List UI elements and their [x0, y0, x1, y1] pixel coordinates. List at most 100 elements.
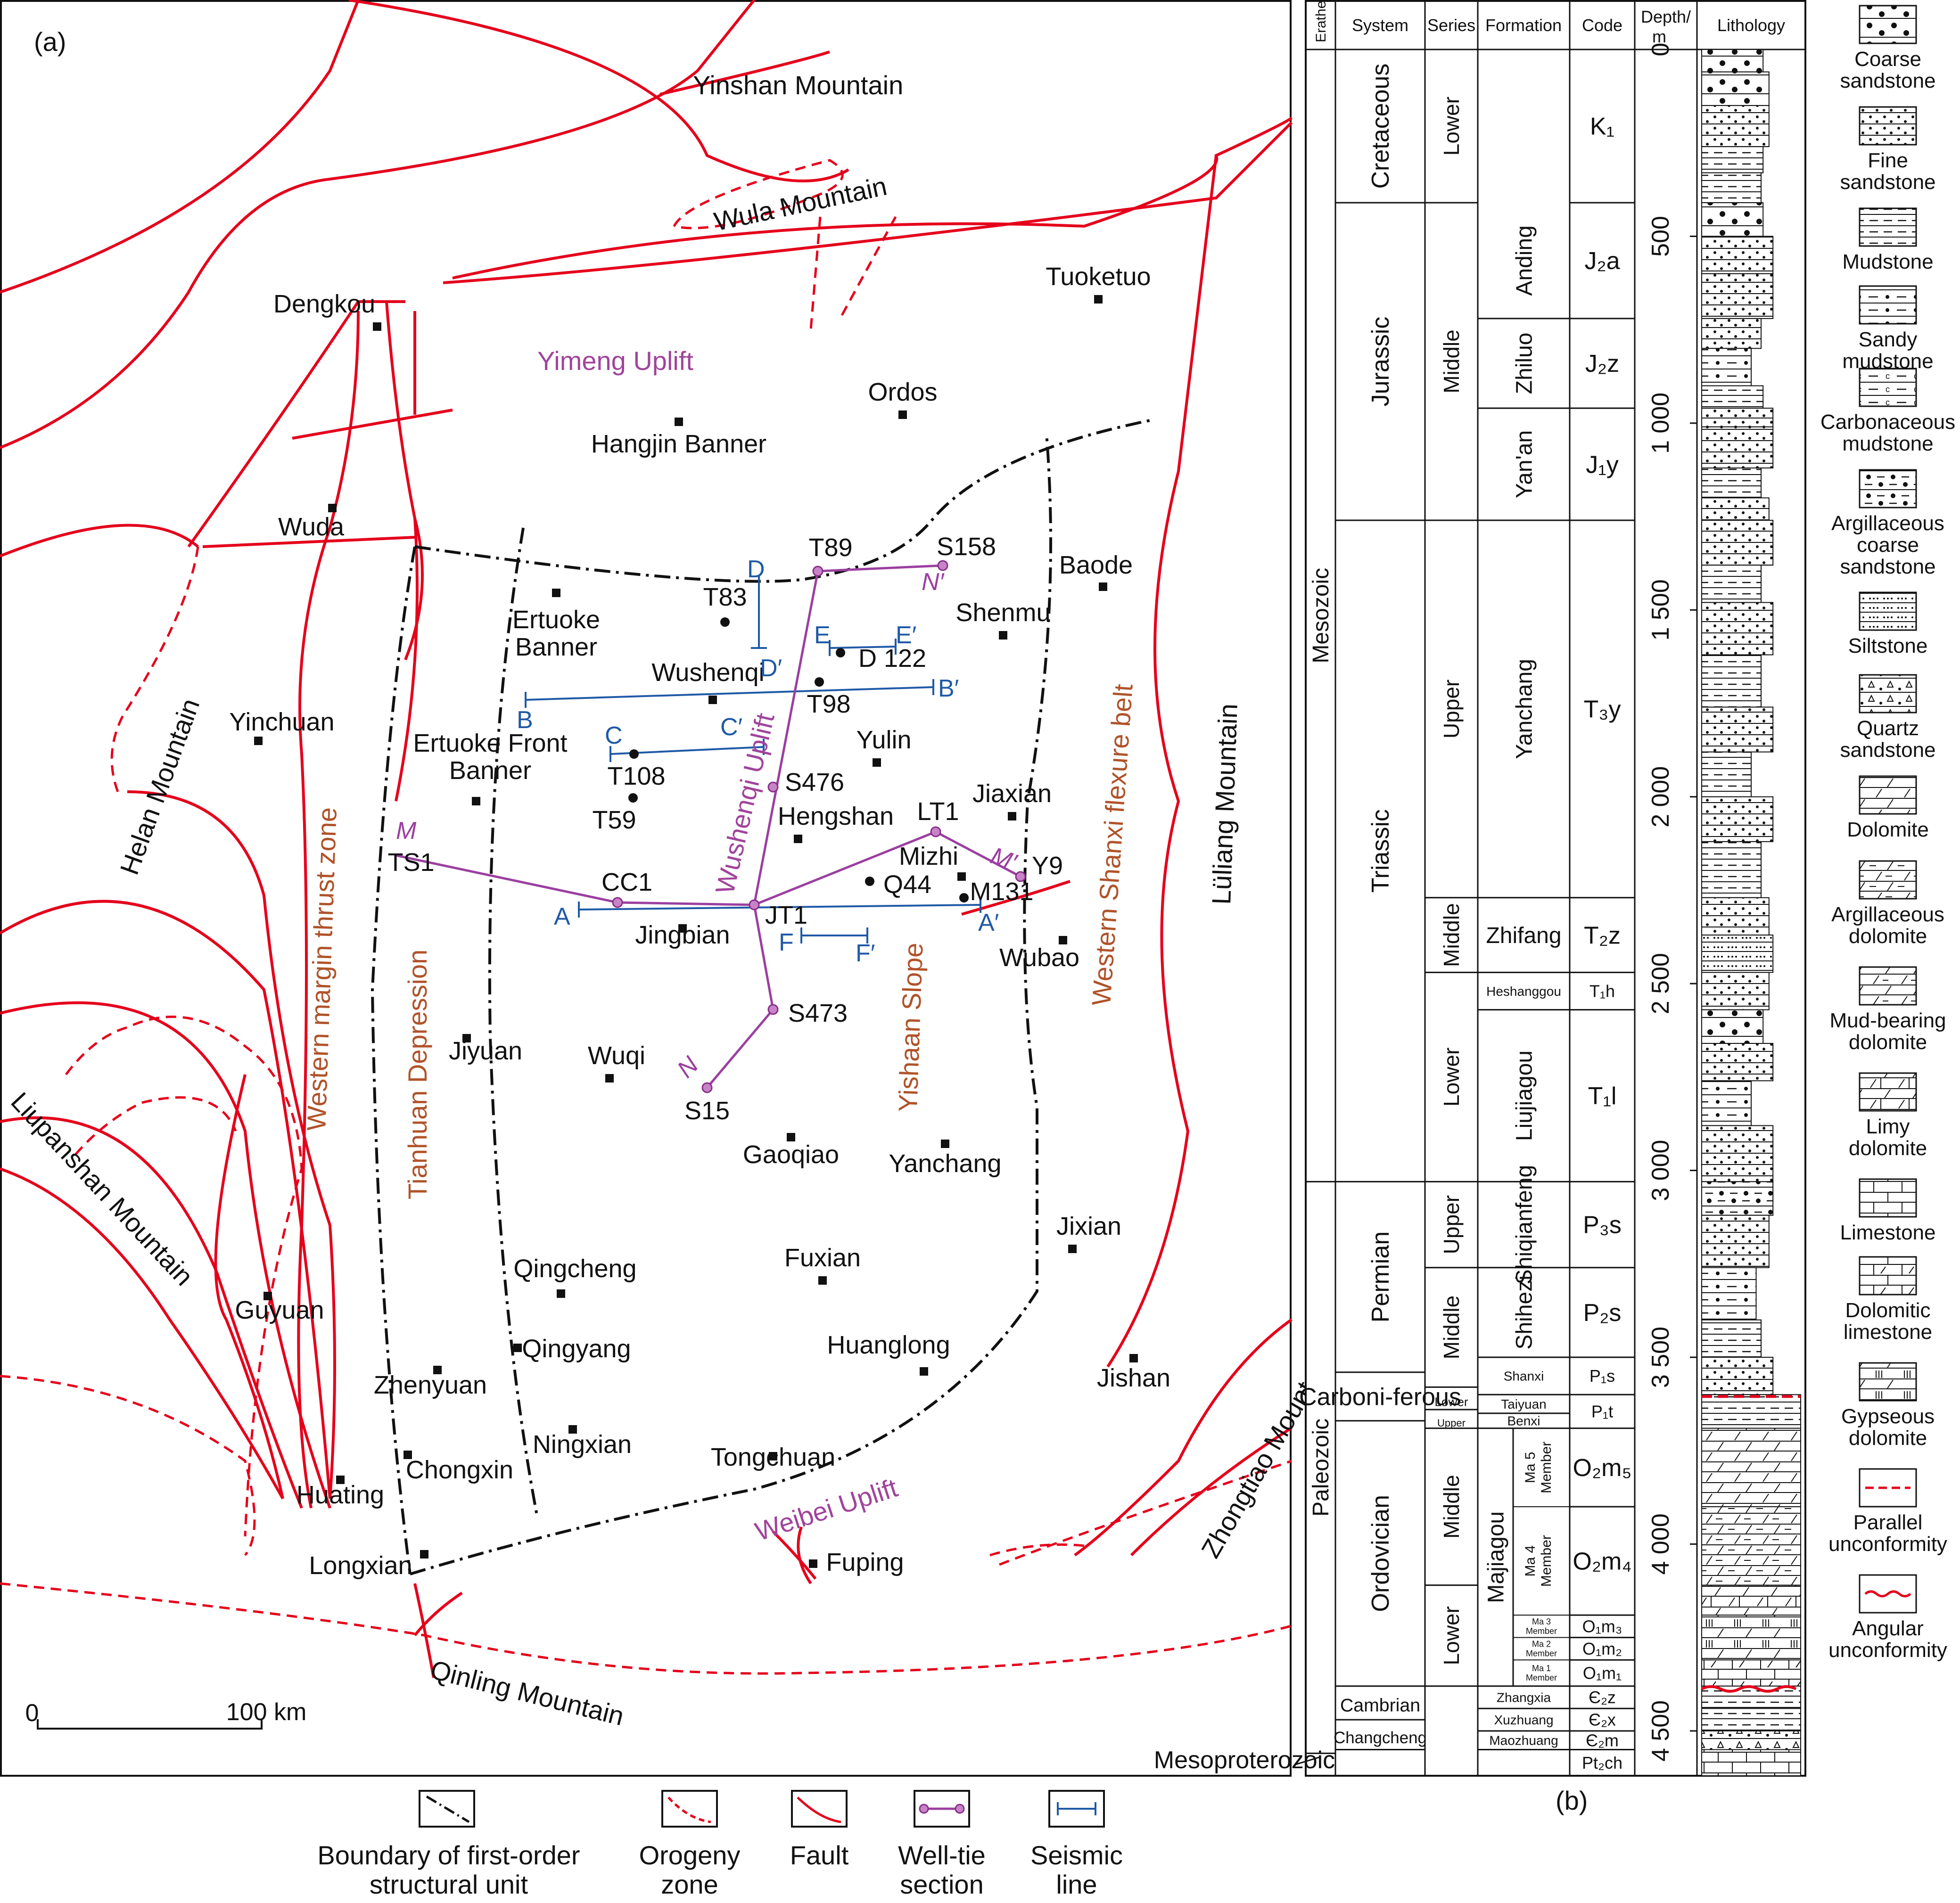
code-2: J₂z	[1570, 350, 1635, 409]
code-label: O₁m₃	[1582, 1616, 1622, 1636]
code-label: K₁	[1590, 113, 1614, 140]
series-middle-6: Middle	[1425, 1296, 1478, 1388]
code-label: J₂a	[1584, 247, 1620, 275]
place-label: Guyuan	[235, 1296, 324, 1324]
legend-label: sandstone	[1840, 738, 1935, 762]
code-label: P₁t	[1591, 1402, 1613, 1421]
legend-label: Gypseous	[1841, 1405, 1935, 1428]
legend-fault-line1: Fault	[790, 1840, 849, 1870]
formation-benxi: Benxi	[1478, 1414, 1570, 1429]
place-label: Huating	[296, 1481, 384, 1509]
legend-boundary-line2: structural unit	[370, 1870, 528, 1899]
place-wuqi: Wuqi	[588, 1042, 645, 1083]
well-markers	[612, 560, 1026, 1093]
system-cretaceous-0: Cretaceous	[1335, 64, 1425, 204]
lithology-bed-8	[1701, 318, 1762, 349]
series-middle-1: Middle	[1425, 329, 1478, 521]
formation-zhifang: Zhifang	[1478, 923, 1570, 973]
well-dot-marker	[959, 893, 969, 902]
legend-label: unconformity	[1828, 1533, 1947, 1556]
unit-label: Taiyuan	[1501, 1397, 1547, 1411]
place-huanglong: Huanglong	[827, 1331, 950, 1376]
unit-label: Cambrian	[1340, 1695, 1420, 1716]
label-c-prime: C′	[720, 714, 742, 741]
unit-label: Jurassic	[1367, 317, 1394, 407]
place-guyuan: Guyuan	[235, 1292, 324, 1324]
place-label: Fuping	[826, 1548, 904, 1576]
orogeny-zones	[0, 159, 1292, 1675]
well-label-lt1: LT1	[917, 797, 959, 826]
formation-taiyuan: Taiyuan	[1478, 1397, 1570, 1414]
legend-swatch	[1859, 1072, 1917, 1112]
legend-orogeny-line2: zone	[661, 1870, 718, 1899]
unit-label: Yan'an	[1512, 430, 1537, 498]
lithology-bed-37	[1701, 1506, 1801, 1586]
angular-unconformity-mark	[1701, 1685, 1797, 1693]
legend-orogeny-line1: Orogeny	[639, 1840, 741, 1870]
unit-label: Upper	[1439, 1195, 1464, 1254]
legend-swatch	[1859, 368, 1917, 407]
lithology-bed-21	[1701, 796, 1774, 842]
legend-label: sandstone	[1840, 171, 1935, 194]
legend-well-tie-line1: Well-tie	[898, 1840, 986, 1870]
place-label: Ertuoke	[512, 606, 600, 634]
lithology-column	[1701, 49, 1801, 1776]
code-label: T₃y	[1584, 696, 1621, 723]
place-yulin: Yulin	[856, 726, 912, 767]
lithology-bed-7	[1701, 273, 1774, 319]
unit-label: Zhangxia	[1497, 1690, 1551, 1705]
lithology-bed-29	[1701, 1125, 1774, 1182]
system-triassic-2: Triassic	[1335, 809, 1425, 1182]
place-label: D 122	[858, 644, 926, 673]
legend-label: Coarse	[1854, 48, 1921, 71]
formation-heshanggou: Heshanggou	[1478, 984, 1570, 1011]
system-changcheng-7: Changcheng	[1334, 1729, 1427, 1750]
header-depth-1: Depth/	[1641, 7, 1691, 26]
code-label: O₂m₄	[1573, 1548, 1631, 1575]
member-label: Ma 4	[1523, 1545, 1538, 1577]
code-label: Є₂m	[1586, 1731, 1619, 1750]
place-label: Qingyang	[522, 1335, 631, 1363]
label-b: B	[517, 706, 533, 734]
well-label-cc1: CC1	[601, 868, 652, 896]
lithology-legend-limestone: Limestone	[1840, 1178, 1936, 1244]
legend-swatch	[1859, 5, 1917, 44]
legend-swatch-mark	[1864, 1590, 1911, 1598]
place-label: Chongxin	[406, 1456, 513, 1484]
formation-zhangxia: Zhangxia	[1478, 1690, 1570, 1709]
town-marker	[769, 1452, 777, 1460]
place-label: T83	[703, 583, 747, 611]
legend-boundary: Boundary of first-order structural unit	[317, 1790, 580, 1899]
label-tianhuan-depression: Tianhuan Depression	[403, 950, 432, 1199]
town-marker	[999, 631, 1007, 640]
unit-label: Anding	[1512, 225, 1537, 295]
column-units-layer: MesozoicPaleozoicMesoproterozoicCretaceo…	[1154, 43, 1697, 1777]
unit-label: Mesoproterozoic	[1154, 1747, 1335, 1774]
legend-label: dolomite	[1849, 1137, 1927, 1160]
series-middle-9: Middle	[1425, 1475, 1478, 1586]
code-label: T₁l	[1588, 1083, 1617, 1110]
lithology-bed-3	[1701, 146, 1764, 173]
code-label: O₁m₂	[1582, 1639, 1622, 1658]
town-marker	[708, 696, 717, 704]
header-erathem: Erathem	[1313, 0, 1329, 42]
depth-tick-label: 2 500	[1647, 953, 1674, 1014]
lithology-bed-36	[1701, 1427, 1801, 1508]
legend-swatch	[1859, 591, 1917, 631]
town-marker	[941, 1140, 949, 1148]
legend-label: Dolomite	[1847, 818, 1929, 841]
well-label-y9: Y9	[1032, 852, 1063, 880]
lithology-bed-14	[1701, 497, 1770, 521]
code-13: O₂m₄	[1570, 1548, 1635, 1616]
place-jixian: Jixian	[1056, 1212, 1121, 1253]
map-frame	[0, 0, 1292, 1777]
